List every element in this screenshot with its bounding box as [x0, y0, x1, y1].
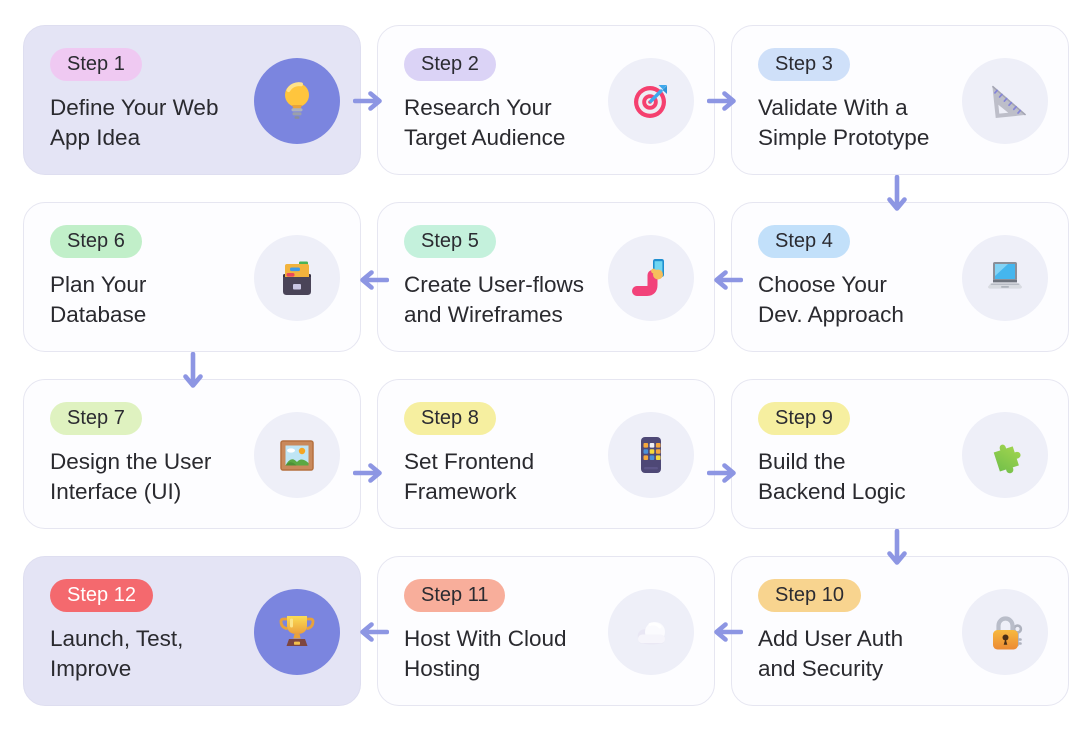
step-9-icon-circle: [962, 412, 1048, 498]
arrow-step-7-to-step-8: [353, 462, 389, 484]
step-6-text: Step 6 Plan Your Database: [50, 225, 268, 330]
step-11-text: Step 11 Host With Cloud Hosting: [404, 579, 622, 684]
arrow-step-2-to-step-3: [707, 90, 743, 112]
step-2-badge: Step 2: [404, 48, 496, 81]
step-9-text: Step 9 Build the Backend Logic: [758, 402, 976, 507]
step-6-card: Step 6 Plan Your Database: [23, 202, 361, 352]
step-1-badge: Step 1: [50, 48, 142, 81]
step-4-text: Step 4 Choose Your Dev. Approach: [758, 225, 976, 330]
step-12-badge: Step 12: [50, 579, 153, 612]
step-7-icon-circle: [254, 412, 340, 498]
lock-key-icon: [993, 616, 1023, 650]
step-12-title: Launch, Test, Improve: [50, 626, 184, 681]
step-6-icon-circle: [254, 235, 340, 321]
step-10-icon-circle: [962, 589, 1048, 675]
step-1-title: Define Your Web App Idea: [50, 95, 219, 150]
laptop-icon: [988, 262, 1022, 289]
step-12-icon-circle: [254, 589, 340, 675]
step-11-title: Host With Cloud Hosting: [404, 626, 567, 681]
step-7-text: Step 7 Design the User Interface (UI): [50, 402, 268, 507]
step-1-icon-circle: [254, 58, 340, 144]
step-5-badge: Step 5: [404, 225, 496, 258]
arrow-step-8-to-step-9: [707, 462, 743, 484]
step-12-text: Step 12 Launch, Test, Improve: [50, 579, 268, 684]
step-3-badge: Step 3: [758, 48, 850, 81]
step-8-icon-circle: [608, 412, 694, 498]
cloud-icon: [637, 622, 665, 645]
arrow-step-4-to-step-5: [707, 269, 743, 291]
step-4-card: Step 4 Choose Your Dev. Approach: [731, 202, 1069, 352]
step-8-card: Step 8 Set Frontend Framework: [377, 379, 715, 529]
arrow-step-11-to-step-12: [353, 621, 389, 643]
arrow-step-10-to-step-11: [707, 621, 743, 643]
arrow-step-5-to-step-6: [353, 269, 389, 291]
step-1-text: Step 1 Define Your Web App Idea: [50, 48, 268, 153]
step-5-title: Create User-flows and Wireframes: [404, 272, 585, 327]
card-file-box-icon: [283, 261, 311, 295]
step-2-icon-circle: [608, 58, 694, 144]
set-square-icon: [991, 85, 1027, 119]
step-9-badge: Step 9: [758, 402, 850, 435]
step-3-text: Step 3 Validate With a Simple Prototype: [758, 48, 976, 153]
step-8-title: Set Frontend Framework: [404, 449, 535, 504]
step-5-icon-circle: [608, 235, 694, 321]
step-11-icon-circle: [608, 589, 694, 675]
arrow-step-6-to-step-7: [182, 352, 204, 394]
step-9-card: Step 9 Build the Backend Logic: [731, 379, 1069, 529]
step-2-title: Research Your Target Audience: [404, 95, 566, 150]
step-2-card: Step 2 Research Your Target Audience: [377, 25, 715, 175]
step-5-card: Step 5 Create User-flows and Wireframes: [377, 202, 715, 352]
step-8-text: Step 8 Set Frontend Framework: [404, 402, 622, 507]
step-6-badge: Step 6: [50, 225, 142, 258]
step-10-card: Step 10 Add User Auth and Security: [731, 556, 1069, 706]
step-3-card: Step 3 Validate With a Simple Prototype: [731, 25, 1069, 175]
step-10-title: Add User Auth and Security: [758, 626, 904, 681]
step-4-icon-circle: [962, 235, 1048, 321]
step-7-card: Step 7 Design the User Interface (UI): [23, 379, 361, 529]
trophy-icon: [279, 616, 315, 646]
lightbulb-icon: [285, 82, 309, 119]
step-11-badge: Step 11: [404, 579, 506, 612]
step-7-title: Design the User Interface (UI): [50, 449, 212, 504]
step-5-text: Step 5 Create User-flows and Wireframes: [404, 225, 622, 330]
selfie-phone-icon: [632, 259, 664, 296]
step-12-card: Step 12 Launch, Test, Improve: [23, 556, 361, 706]
step-7-badge: Step 7: [50, 402, 142, 435]
puzzle-piece-icon: [993, 444, 1021, 474]
step-1-card: Step 1 Define Your Web App Idea: [23, 25, 361, 175]
arrow-step-1-to-step-2: [353, 90, 389, 112]
framed-picture-icon: [280, 440, 314, 471]
step-10-text: Step 10 Add User Auth and Security: [758, 579, 976, 684]
arrow-step-9-to-step-10: [886, 529, 908, 571]
arrow-step-3-to-step-4: [886, 175, 908, 217]
step-4-badge: Step 4: [758, 225, 850, 258]
step-10-badge: Step 10: [758, 579, 861, 612]
step-3-title: Validate With a Simple Prototype: [758, 95, 930, 150]
step-11-card: Step 11 Host With Cloud Hosting: [377, 556, 715, 706]
step-8-badge: Step 8: [404, 402, 496, 435]
target-icon: [634, 85, 667, 118]
step-6-title: Plan Your Database: [50, 272, 147, 327]
app-grid-phone-icon: [641, 437, 661, 473]
step-4-title: Choose Your Dev. Approach: [758, 272, 904, 327]
step-9-title: Build the Backend Logic: [758, 449, 906, 504]
step-3-icon-circle: [962, 58, 1048, 144]
step-2-text: Step 2 Research Your Target Audience: [404, 48, 622, 153]
